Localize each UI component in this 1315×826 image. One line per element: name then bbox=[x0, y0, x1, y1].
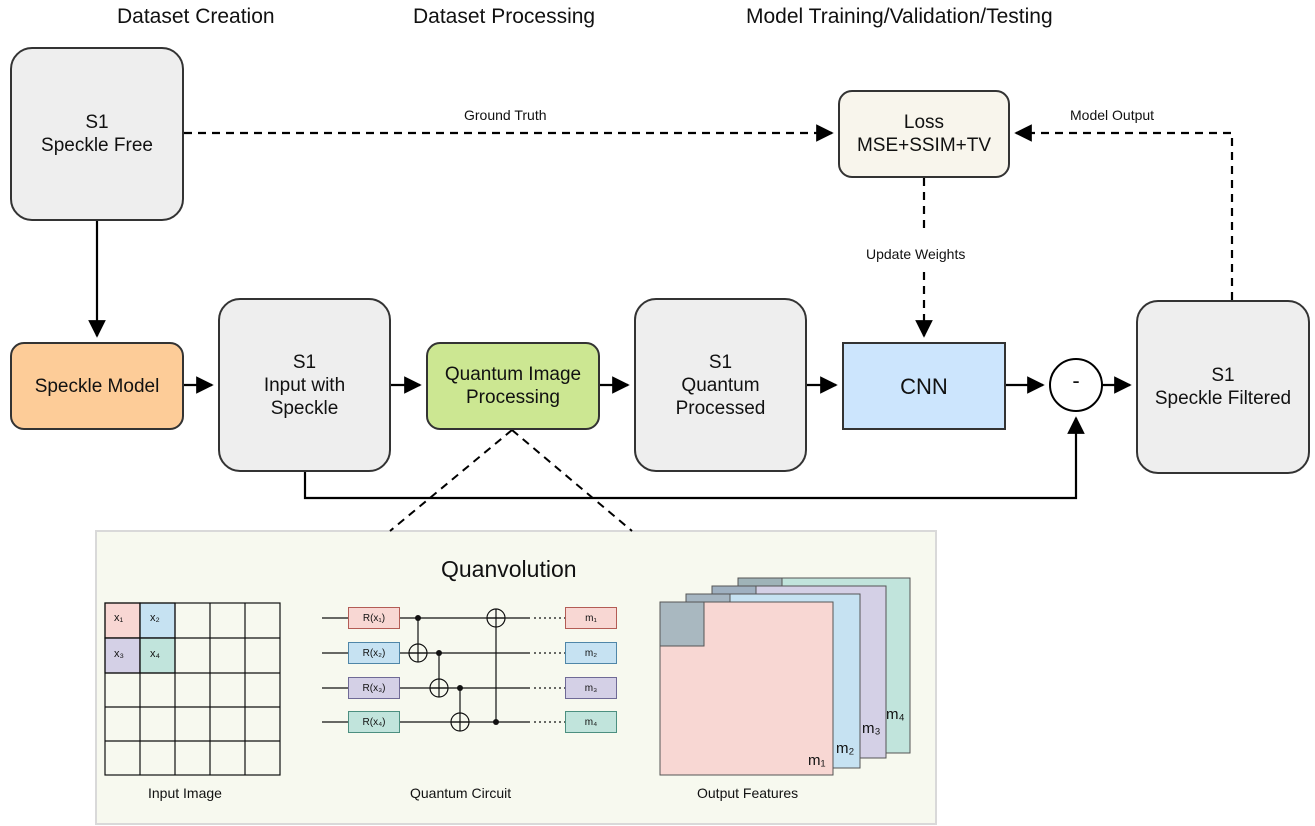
subtract-node bbox=[1049, 358, 1103, 412]
node-label: MSE+SSIM+TV bbox=[856, 135, 992, 156]
edge-label-model-output: Model Output bbox=[1070, 107, 1155, 123]
node-label: CNN bbox=[900, 373, 948, 399]
node-label: S1 bbox=[85, 112, 109, 133]
feature-map-label-m3: m₃ bbox=[862, 720, 881, 737]
subtract-label: - bbox=[1072, 368, 1080, 393]
node-label: Input with bbox=[263, 374, 346, 396]
grid-cell-x2: x₂ bbox=[150, 612, 160, 624]
edge-label-update-weights: Update Weights bbox=[866, 246, 966, 262]
caption-input-image: Input Image bbox=[148, 785, 222, 801]
grid-cell-x4: x₄ bbox=[150, 648, 160, 660]
feature-map-label-m2: m₂ bbox=[836, 740, 855, 757]
input-image-grid bbox=[104, 602, 281, 776]
node-label: S1 bbox=[292, 351, 317, 373]
feature-map-label-m1: m₁ bbox=[808, 752, 826, 769]
header-dataset-creation: Dataset Creation bbox=[117, 5, 275, 28]
arrow-model-output bbox=[1014, 124, 1234, 300]
output-feature-maps bbox=[659, 577, 911, 776]
node-label: Quantum bbox=[681, 374, 760, 396]
node-label: Loss bbox=[903, 112, 945, 133]
node-label: Speckle Filtered bbox=[1154, 388, 1292, 409]
caption-quantum-circuit: Quantum Circuit bbox=[410, 785, 512, 801]
node-label: S1 bbox=[1211, 365, 1235, 386]
control-dots bbox=[415, 615, 499, 725]
zoom-line-left bbox=[389, 429, 513, 532]
node-label: Speckle Model bbox=[34, 375, 160, 397]
node-label: Quantum Image bbox=[444, 364, 582, 385]
gate-r-x2: R(x₂) bbox=[348, 642, 400, 664]
gate-r-x1: R(x₁) bbox=[348, 607, 400, 629]
feature-map-label-m4: m₄ bbox=[886, 706, 905, 723]
measurement-m4: m₄ bbox=[565, 711, 617, 733]
grid-cell-x3: x₃ bbox=[114, 648, 124, 660]
node-label: S1 bbox=[708, 351, 733, 373]
measurement-m3: m₃ bbox=[565, 677, 617, 699]
skip-connection bbox=[303, 416, 1085, 500]
gate-r-x4: R(x₄) bbox=[348, 711, 400, 733]
quanvolution-title: Quanvolution bbox=[441, 556, 577, 582]
gate-r-x3: R(x₃) bbox=[348, 677, 400, 699]
node-label: Speckle bbox=[270, 397, 339, 419]
quantum-circuit bbox=[322, 608, 565, 732]
header-dataset-processing: Dataset Processing bbox=[413, 5, 596, 28]
edge-label-ground-truth: Ground Truth bbox=[464, 107, 547, 123]
header-model-training: Model Training/Validation/Testing bbox=[746, 5, 1053, 28]
node-cnn: CNN bbox=[842, 342, 1006, 430]
node-label: Processed bbox=[675, 397, 766, 419]
measurement-m2: m₂ bbox=[565, 642, 617, 664]
grid-cell-x1: x₁ bbox=[114, 612, 124, 624]
zoom-line-right bbox=[511, 429, 633, 532]
caption-output-features: Output Features bbox=[697, 785, 799, 801]
node-label: Speckle Free bbox=[41, 135, 153, 156]
measurement-m1: m₁ bbox=[565, 607, 617, 629]
node-label: Processing bbox=[466, 387, 560, 408]
node-speckle-model: Speckle Model bbox=[10, 342, 184, 430]
